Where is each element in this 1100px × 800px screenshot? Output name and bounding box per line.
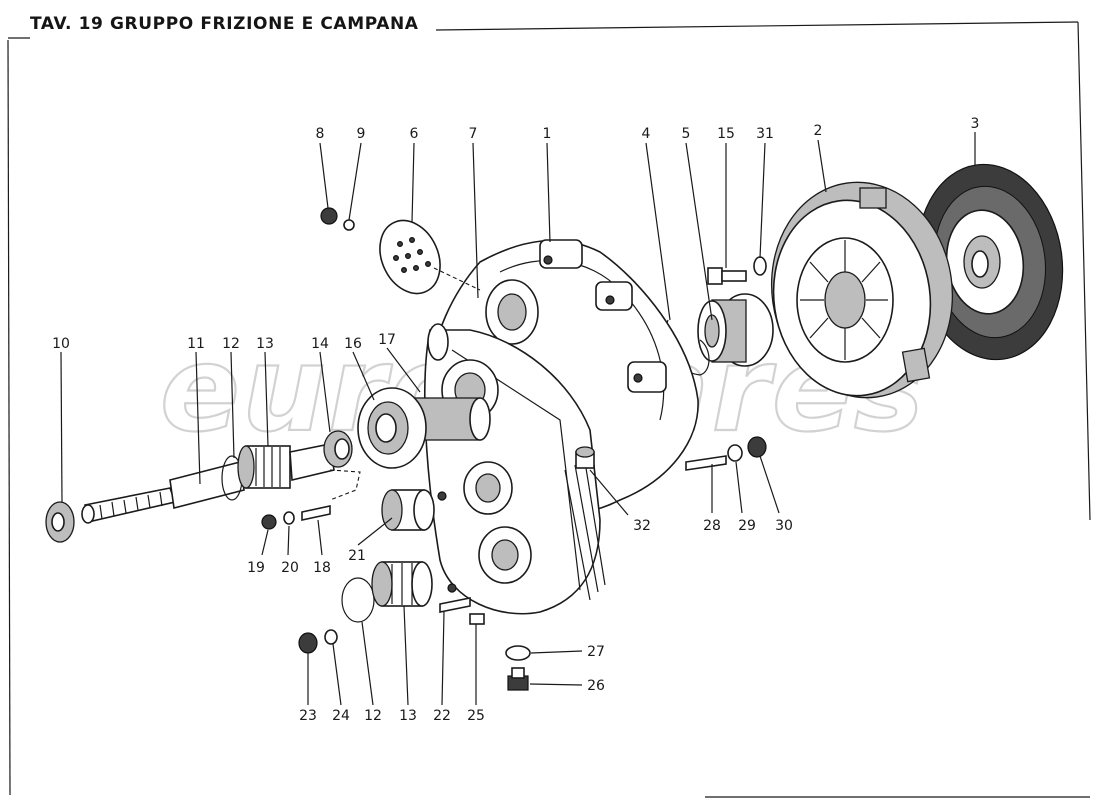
main-shaft-11: [81, 461, 245, 524]
pressure-plate: [770, 181, 954, 399]
needle-bearing-13: [237, 443, 335, 489]
leader-lines: [60, 132, 976, 706]
callout-30: 30: [775, 518, 793, 534]
washer-24: [324, 629, 338, 645]
callout-18: 18: [313, 560, 331, 576]
callout-7: 7: [469, 126, 478, 142]
circlip-12-lower: [341, 577, 375, 623]
nut-30: [747, 436, 767, 458]
callout-4: 4: [642, 126, 651, 142]
callout-15: 15: [717, 126, 735, 142]
callout-25: 25: [467, 708, 485, 724]
nut-19: [261, 514, 277, 530]
stud-18: [301, 505, 331, 521]
callout-27: 27: [587, 644, 605, 660]
callout-22: 22: [433, 708, 451, 724]
callout-19: 19: [247, 560, 265, 576]
leader-dash-18: [329, 469, 361, 501]
callout-6: 6: [410, 126, 419, 142]
bush-14: [323, 430, 353, 468]
dowel-25: [469, 613, 485, 625]
nut-8: [320, 207, 338, 225]
callout-10: 10: [52, 336, 70, 352]
leader-dash-6: [433, 267, 481, 291]
stud-22: [439, 597, 471, 613]
callout-12-upper: 12: [222, 336, 240, 352]
clutch-disc: [916, 163, 1064, 361]
cover-plate-6: [379, 219, 441, 295]
roller-bearing-21: [381, 489, 435, 531]
washer-9: [343, 219, 355, 231]
flange-16: [357, 387, 491, 469]
callout-3: 3: [971, 116, 980, 132]
callout-14: 14: [311, 336, 329, 352]
callout-21: 21: [348, 548, 366, 564]
callout-26: 26: [587, 678, 605, 694]
callout-13-upper: 13: [256, 336, 274, 352]
callout-23: 23: [299, 708, 317, 724]
callout-1: 1: [543, 126, 552, 142]
stud-28: [685, 455, 727, 471]
page-title: TAV. 19 GRUPPO FRIZIONE E CAMPANA: [30, 14, 419, 34]
callout-2: 2: [814, 123, 823, 139]
callout-labels: 8 9 6 7 1 4 5 15 31 2 3 10 11 12 13 14 1…: [52, 116, 979, 724]
callout-31: 31: [756, 126, 774, 142]
drain-plug-26: [507, 667, 529, 691]
callout-28: 28: [703, 518, 721, 534]
bolt-15: [707, 267, 747, 285]
needle-bearing-13-lower: [371, 561, 433, 607]
nut-23: [298, 632, 318, 654]
washer-20: [283, 511, 295, 525]
callout-13-lower: 13: [399, 708, 417, 724]
ring-nut-10: [45, 501, 75, 543]
callout-17: 17: [378, 332, 396, 348]
callout-16: 16: [344, 336, 362, 352]
callout-20: 20: [281, 560, 299, 576]
release-bearing: [697, 293, 774, 367]
breather-32: [575, 446, 595, 469]
washer-29: [727, 444, 743, 462]
callout-12-lower: 12: [364, 708, 382, 724]
washer-31: [753, 256, 767, 276]
callout-29: 29: [738, 518, 756, 534]
callout-8: 8: [316, 126, 325, 142]
callout-11: 11: [187, 336, 205, 352]
callout-5: 5: [682, 126, 691, 142]
frame-border: [7, 21, 1091, 798]
callout-9: 9: [357, 126, 366, 142]
callout-24: 24: [332, 708, 350, 724]
callout-32: 32: [633, 518, 651, 534]
washer-27: [505, 645, 531, 661]
